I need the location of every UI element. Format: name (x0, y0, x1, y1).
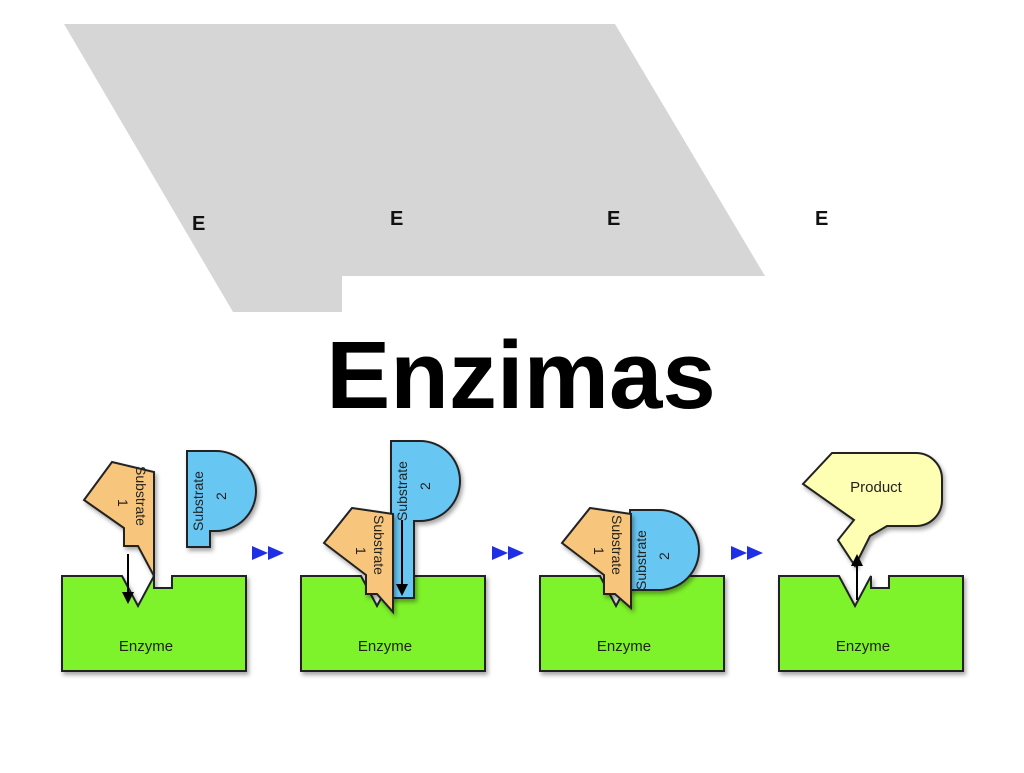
placeholder-letter-2: E (390, 208, 404, 230)
placeholder-letter-1: E (192, 213, 206, 235)
step-2-binding-arrowhead (396, 584, 408, 596)
step-2-substrate-2-number: 2 (417, 482, 433, 490)
step-2-substrate-2 (390, 440, 461, 599)
step-1-substrate-2-number: 2 (213, 492, 229, 500)
step-arrow-2 (492, 546, 524, 560)
step-2-substrate-1-number: 1 (353, 547, 369, 555)
step-4-product-label: Product (850, 479, 903, 496)
step-2: Enzyme Substrate 2 Substrate 1 (300, 440, 486, 672)
step-4-enzyme-label: Enzyme (836, 638, 890, 655)
step-1-enzyme (61, 575, 247, 672)
step-1-substrate-1-label: Substrate (133, 466, 149, 526)
gray-placeholder-shape (64, 24, 765, 312)
step-4-enzyme (778, 575, 964, 672)
step-2-substrate-2-label: Substrate (394, 461, 410, 521)
step-2-enzyme-label: Enzyme (358, 638, 412, 655)
step-4-release-arrowhead (851, 554, 863, 566)
step-1: Enzyme Substrate 1 Substrate 2 (61, 450, 257, 672)
step-1-substrate-1-number: 1 (115, 499, 131, 507)
step-3-substrate-1-number: 1 (591, 547, 607, 555)
step-4: Enzyme Product (778, 452, 964, 672)
step-2-substrate-1-label: Substrate (371, 515, 387, 575)
step-1-substrate-1 (82, 460, 155, 577)
step-1-substrate-2-label: Substrate (190, 471, 206, 531)
placeholder-letter-3: E (607, 208, 621, 230)
step-arrow-3 (731, 546, 763, 560)
step-1-enzyme-label: Enzyme (119, 638, 173, 655)
slide-title: Enzimas (326, 322, 716, 429)
step-1-binding-arrowhead (122, 592, 134, 604)
step-3-substrate-1 (560, 506, 632, 611)
step-1-substrate-2 (186, 450, 257, 548)
placeholder-letter-4: E (815, 208, 829, 230)
step-3-substrate-2-number: 2 (656, 552, 672, 560)
step-3: Enzyme Substrate 2 Substrate 1 (539, 506, 725, 672)
step-3-substrate-2 (629, 509, 700, 591)
step-4-product (801, 452, 943, 569)
step-2-substrate-1 (322, 506, 394, 615)
step-arrow-1 (252, 546, 284, 560)
step-3-substrate-1-label: Substrate (609, 515, 625, 575)
step-3-substrate-2-label: Substrate (633, 530, 649, 590)
step-3-enzyme-label: Enzyme (597, 638, 651, 655)
